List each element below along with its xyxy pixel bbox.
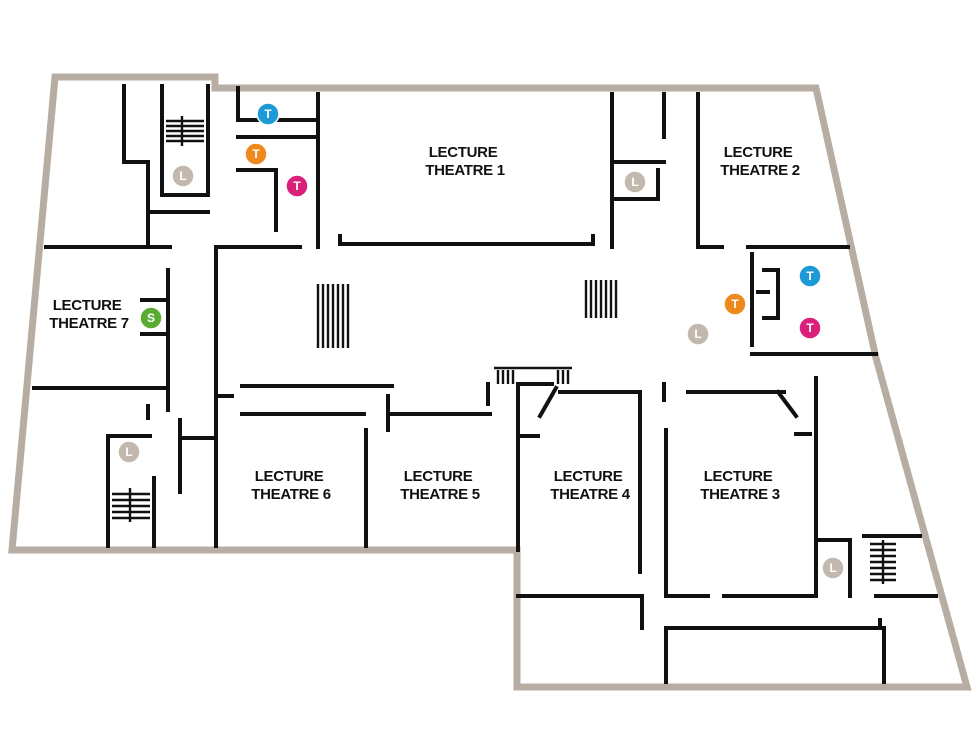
- toilet-letter: T: [731, 297, 739, 311]
- lift-markers: L L L L L: [117, 164, 845, 580]
- toilet-icon[interactable]: T: [723, 292, 747, 316]
- toilet-letter: T: [806, 269, 814, 283]
- building-outline: [8, 73, 972, 691]
- toilet-icon[interactable]: T: [285, 174, 309, 198]
- room-number-line: THEATRE 1: [425, 162, 505, 179]
- lecture-theatre-7-label[interactable]: LECTURE THEATRE 7: [49, 297, 129, 332]
- lift-icon[interactable]: L: [623, 170, 647, 194]
- stairs-lobby-right: [584, 280, 618, 318]
- room-number-line: THEATRE 5: [400, 486, 480, 503]
- interior-walls: [32, 84, 938, 684]
- room-labels: LECTURE THEATRE 1 LECTURE THEATRE 2 LECT…: [49, 144, 800, 503]
- room-name-line: LECTURE: [255, 468, 324, 485]
- lift-icon[interactable]: L: [686, 322, 710, 346]
- service-letter: S: [147, 311, 155, 325]
- room-name-line: LECTURE: [429, 144, 498, 161]
- toilet-letter: T: [293, 179, 301, 193]
- lift-letter: L: [829, 561, 836, 575]
- toilet-letter: T: [252, 147, 260, 161]
- stairs-bottom-left: [112, 488, 150, 522]
- toilet-letter: T: [264, 107, 272, 121]
- lift-letter: L: [125, 445, 132, 459]
- room-name-line: LECTURE: [554, 468, 623, 485]
- toilet-icon[interactable]: T: [244, 142, 268, 166]
- lift-letter: L: [694, 327, 701, 341]
- lift-letter: L: [179, 169, 186, 183]
- stairs-bottom-right: [870, 540, 896, 584]
- lecture-theatre-4-label[interactable]: LECTURE THEATRE 4: [550, 468, 631, 503]
- service-marker: S: [139, 306, 163, 330]
- toilet-icon[interactable]: T: [798, 316, 822, 340]
- lecture-theatre-5-label[interactable]: LECTURE THEATRE 5: [400, 468, 480, 503]
- lift-letter: L: [631, 175, 638, 189]
- service-icon[interactable]: S: [139, 306, 163, 330]
- toilet-markers: T T T T T T: [244, 102, 822, 340]
- room-name-line: LECTURE: [404, 468, 473, 485]
- lecture-theatre-6-label[interactable]: LECTURE THEATRE 6: [251, 468, 331, 503]
- toilet-letter: T: [806, 321, 814, 335]
- stairs-top-left: [166, 116, 204, 146]
- room-name-line: LECTURE: [704, 468, 773, 485]
- room-number-line: THEATRE 7: [49, 315, 129, 332]
- room-name-line: LECTURE: [724, 144, 793, 161]
- room-number-line: THEATRE 2: [720, 162, 800, 179]
- lecture-theatre-2-label[interactable]: LECTURE THEATRE 2: [720, 144, 800, 179]
- room-number-line: THEATRE 6: [251, 486, 331, 503]
- toilet-icon[interactable]: T: [256, 102, 280, 126]
- toilet-icon[interactable]: T: [798, 264, 822, 288]
- stairs-icon: [112, 116, 896, 584]
- lift-icon[interactable]: L: [821, 556, 845, 580]
- lift-icon[interactable]: L: [171, 164, 195, 188]
- stairs-lobby-left: [316, 284, 350, 348]
- room-number-line: THEATRE 4: [550, 486, 630, 503]
- room-name-line: LECTURE: [53, 297, 122, 314]
- room-number-line: THEATRE 3: [700, 486, 780, 503]
- stairs-center-top: [494, 366, 572, 384]
- lift-icon[interactable]: L: [117, 440, 141, 464]
- lecture-theatre-1-label[interactable]: LECTURE THEATRE 1: [425, 144, 505, 179]
- lecture-theatre-3-label[interactable]: LECTURE THEATRE 3: [700, 468, 780, 503]
